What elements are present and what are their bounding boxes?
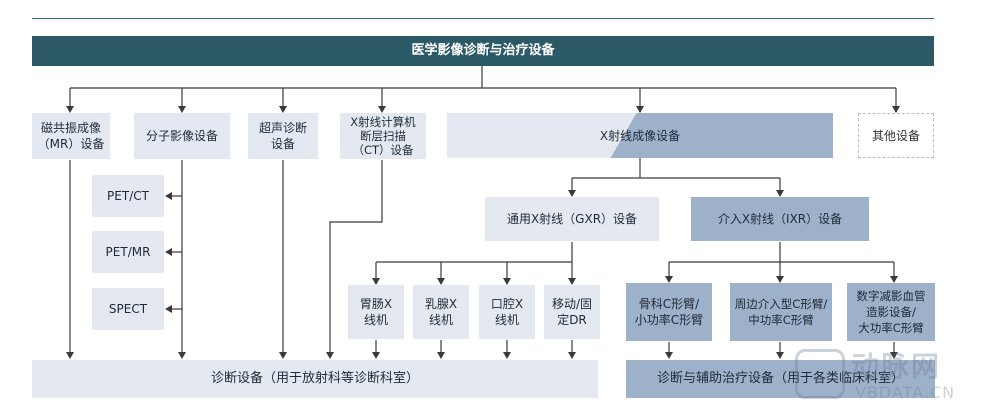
watermark-en: VBDATA.CN xyxy=(855,383,956,402)
category-other: 其他设备 xyxy=(858,113,934,158)
molecular-item-pet-mr: PET/MR xyxy=(92,231,164,273)
molecular-item-pet-ct: PET/CT xyxy=(92,175,164,217)
molecular-item-spect: SPECT xyxy=(92,288,164,330)
category-mr: 磁共振成像 （MR）设备 xyxy=(32,113,110,159)
interventional-item-peripheral: 周边介入型C形臂/ 中功率C形臂 xyxy=(730,283,832,341)
watermark: 动脉网 VBDATA.CN xyxy=(793,345,998,415)
general-item-dental: 口腔X 线机 xyxy=(479,285,535,339)
general-item-dr: 移动/固 定DR xyxy=(544,285,600,339)
category-xray: X射线成像设备 xyxy=(447,113,833,158)
interventional-item-ortho: 骨科C形臂/ 小功率C形臂 xyxy=(626,283,712,341)
diagram-title: 医学影像诊断与治疗设备 xyxy=(32,36,934,66)
bottom-therapy: 诊断与辅助治疗设备（用于各类临床科室） xyxy=(626,360,935,398)
bottom-diagnosis: 诊断设备（用于放射科等诊断科室） xyxy=(32,360,598,398)
xray-sub-interventional: 介入X射线（IXR）设备 xyxy=(691,197,869,241)
xray-sub-general: 通用X射线（GXR）设备 xyxy=(485,197,659,241)
general-item-gi: 胃肠X 线机 xyxy=(348,285,404,339)
top-rule xyxy=(32,18,934,19)
general-item-mammo: 乳腺X 线机 xyxy=(413,285,469,339)
category-molecular: 分子影像设备 xyxy=(134,113,230,159)
category-ultrasound: 超声诊断 设备 xyxy=(248,113,318,159)
watermark-cn: 动脉网 xyxy=(851,350,942,383)
watermark-logo-icon xyxy=(795,349,845,399)
interventional-item-dsa: 数字减影血管 造影设备/ 大功率C形臂 xyxy=(847,283,935,341)
category-ct: X射线计算机 断层扫描 （CT）设备 xyxy=(340,113,426,159)
